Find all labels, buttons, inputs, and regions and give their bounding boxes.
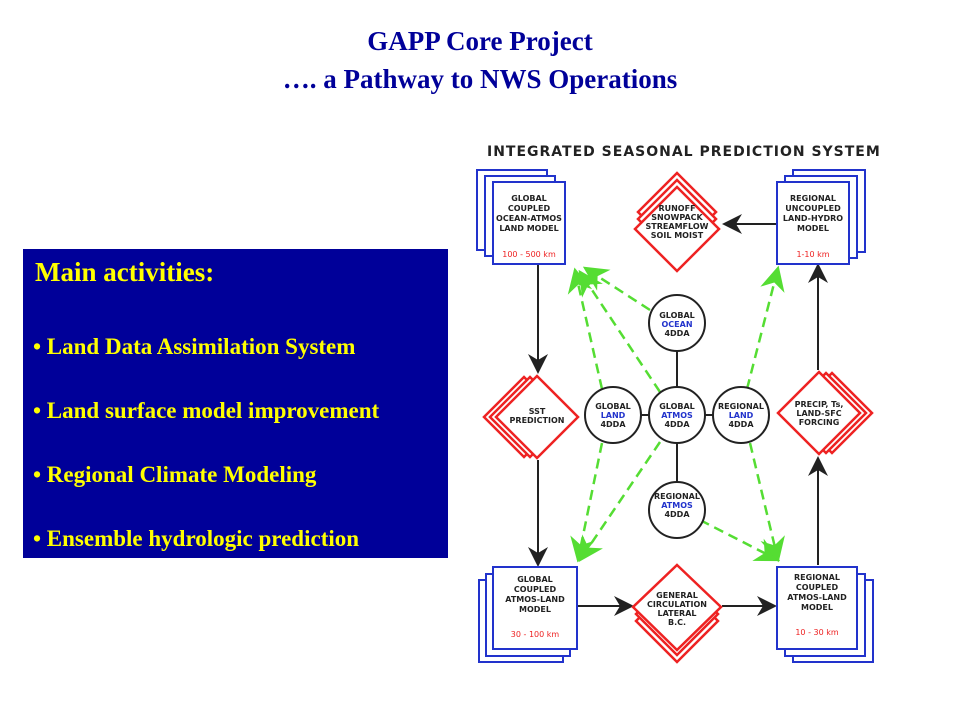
slide-title: GAPP Core Project (367, 26, 593, 56)
activity-item: • Land surface model improvement (33, 398, 380, 423)
svg-text:SNOWPACK: SNOWPACK (651, 213, 703, 222)
green-data-flow-arrows (567, 265, 785, 563)
diagram-title: INTEGRATED SEASONAL PREDICTION SYSTEM (487, 144, 881, 160)
svg-text:10 - 30 km: 10 - 30 km (795, 628, 839, 637)
svg-text:REGIONAL: REGIONAL (794, 573, 840, 582)
svg-text:4DDA: 4DDA (664, 329, 690, 338)
label-global-ocean-4dda: GLOBAL OCEAN 4DDA (659, 311, 695, 338)
svg-text:1-10 km: 1-10 km (796, 250, 829, 259)
svg-text:LATERAL: LATERAL (657, 609, 696, 618)
panel-heading: Main activities: (35, 257, 215, 287)
svg-text:GLOBAL: GLOBAL (511, 194, 547, 203)
svg-text:COUPLED: COUPLED (514, 585, 557, 594)
svg-text:ATMOS-LAND: ATMOS-LAND (505, 595, 565, 604)
svg-text:LAND-HYDRO: LAND-HYDRO (783, 214, 843, 223)
svg-text:4DDA: 4DDA (664, 420, 690, 429)
label-global-coupled-atmos: GLOBAL COUPLED ATMOS-LAND MODEL 30 - 100… (505, 575, 565, 639)
svg-text:30 - 100 km: 30 - 100 km (511, 630, 560, 639)
svg-text:4DDA: 4DDA (600, 420, 626, 429)
box-regional-uncoupled-land-hydro (776, 169, 866, 265)
svg-text:SOIL MOIST: SOIL MOIST (651, 231, 704, 240)
svg-text:OCEAN-ATMOS: OCEAN-ATMOS (496, 214, 562, 223)
black-arrows (528, 214, 828, 616)
activity-item: • Land Data Assimilation System (33, 334, 356, 359)
svg-text:UNCOUPLED: UNCOUPLED (785, 204, 841, 213)
svg-text:ATMOS: ATMOS (661, 411, 693, 420)
label-precip: PRECIP, Ts, LAND-SFC FORCING (795, 400, 844, 427)
svg-text:B.C.: B.C. (668, 618, 686, 627)
label-global-land-4dda: GLOBAL LAND 4DDA (595, 402, 631, 429)
box-global-coupled-ocean-atmos (476, 169, 566, 265)
main-activities-panel: Main activities: • Land Data Assimilatio… (23, 249, 448, 558)
box-global-coupled-atmos-land (478, 566, 578, 663)
svg-text:REGIONAL: REGIONAL (654, 492, 700, 501)
svg-text:PRECIP, Ts,: PRECIP, Ts, (795, 400, 844, 409)
label-sst: SST PREDICTION (510, 407, 565, 425)
svg-text:MODEL: MODEL (519, 605, 551, 614)
svg-text:100 - 500 km: 100 - 500 km (502, 250, 556, 259)
svg-text:LAND: LAND (601, 411, 626, 420)
svg-text:4DDA: 4DDA (664, 510, 690, 519)
svg-text:GENERAL: GENERAL (656, 591, 698, 600)
svg-text:GLOBAL: GLOBAL (595, 402, 631, 411)
diamond-sst-prediction (482, 374, 580, 460)
svg-text:REGIONAL: REGIONAL (790, 194, 836, 203)
label-global-atmos-4dda: GLOBAL ATMOS 4DDA (659, 402, 695, 429)
activity-item: • Regional Climate Modeling (33, 462, 317, 487)
svg-text:FORCING: FORCING (799, 418, 840, 427)
label-regional-land-4dda: REGIONAL LAND 4DDA (718, 402, 764, 429)
svg-text:MODEL: MODEL (801, 603, 833, 612)
4dda-circles (584, 294, 770, 539)
label-regional-uncoupled: REGIONAL UNCOUPLED LAND-HYDRO MODEL 1-10… (783, 194, 843, 259)
svg-text:PREDICTION: PREDICTION (510, 416, 565, 425)
svg-text:REGIONAL: REGIONAL (718, 402, 764, 411)
activity-item: • Ensemble hydrologic prediction (33, 526, 360, 551)
box-regional-coupled-atmos-land (776, 566, 874, 663)
diamond-precip-forcing (776, 370, 874, 456)
svg-text:SST: SST (529, 407, 546, 416)
svg-text:COUPLED: COUPLED (796, 583, 839, 592)
label-regional-coupled: REGIONAL COUPLED ATMOS-LAND MODEL 10 - 3… (787, 573, 847, 637)
svg-text:LAND MODEL: LAND MODEL (499, 224, 558, 233)
svg-text:GLOBAL: GLOBAL (659, 311, 695, 320)
diamond-general-circulation (631, 563, 723, 664)
svg-text:COUPLED: COUPLED (508, 204, 551, 213)
svg-text:GLOBAL: GLOBAL (659, 402, 695, 411)
svg-text:ATMOS: ATMOS (661, 501, 693, 510)
label-runoff: RUNOFF SNOWPACK STREAMFLOW SOIL MOIST (646, 204, 709, 240)
svg-text:CIRCULATION: CIRCULATION (647, 600, 707, 609)
label-global-coupled-ocean: GLOBAL COUPLED OCEAN-ATMOS LAND MODEL 10… (496, 194, 562, 259)
diamond-runoff (633, 171, 721, 273)
svg-text:GLOBAL: GLOBAL (517, 575, 553, 584)
svg-text:4DDA: 4DDA (728, 420, 754, 429)
svg-text:OCEAN: OCEAN (661, 320, 692, 329)
svg-text:MODEL: MODEL (797, 224, 829, 233)
slide-subtitle: …. a Pathway to NWS Operations (282, 64, 678, 94)
svg-text:RUNOFF: RUNOFF (658, 204, 695, 213)
svg-text:LAND-SFC: LAND-SFC (796, 409, 841, 418)
svg-text:ATMOS-LAND: ATMOS-LAND (787, 593, 847, 602)
svg-text:STREAMFLOW: STREAMFLOW (646, 222, 709, 231)
label-general-circulation: GENERAL CIRCULATION LATERAL B.C. (647, 591, 707, 627)
label-regional-atmos-4dda: REGIONAL ATMOS 4DDA (654, 492, 700, 519)
svg-text:LAND: LAND (729, 411, 754, 420)
